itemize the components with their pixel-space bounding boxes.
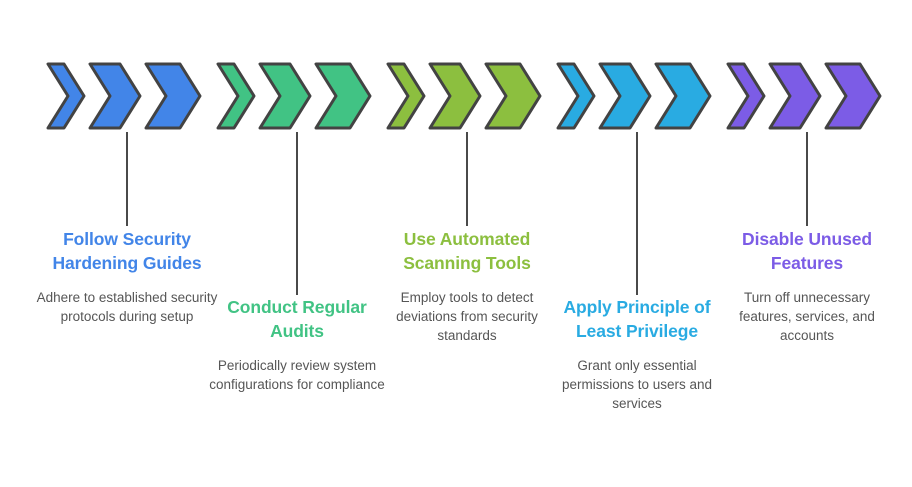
step-body-3: Employ tools to detect deviations from s… (396, 289, 538, 343)
step-heading-5: Disable Unused Features (742, 229, 872, 273)
step-heading-1: Follow Security Hardening Guides (52, 229, 202, 273)
connector-line-2 (296, 132, 298, 295)
step-body-2: Periodically review system configuration… (209, 357, 385, 392)
process-step-5[interactable]: Disable Unused Features Turn off unneces… (722, 0, 892, 487)
connector-line-4 (636, 132, 638, 295)
process-step-3[interactable]: Use Automated Scanning Tools Employ tool… (382, 0, 552, 487)
text-block-3: Use Automated Scanning Tools Employ tool… (376, 228, 558, 345)
triple-chevron-right-icon (46, 62, 202, 130)
connector-line-5 (806, 132, 808, 226)
triple-chevron-right-icon (556, 62, 712, 130)
step-heading-2: Conduct Regular Audits (227, 297, 367, 341)
text-block-2: Conduct Regular Audits Periodically revi… (206, 296, 388, 394)
chevron-group-2 (212, 60, 382, 132)
text-block-5: Disable Unused Features Turn off unneces… (716, 228, 898, 345)
step-body-5: Turn off unnecessary features, services,… (739, 289, 875, 343)
step-body-4: Grant only essential permissions to user… (561, 357, 713, 411)
step-heading-3: Use Automated Scanning Tools (403, 229, 531, 273)
connector-line-3 (466, 132, 468, 226)
step-body-1: Adhere to established security protocols… (36, 289, 218, 324)
text-block-1: Follow Security Hardening Guides Adhere … (36, 228, 218, 326)
process-step-1[interactable]: Follow Security Hardening Guides Adhere … (37, 0, 217, 487)
chevron-group-3 (382, 60, 552, 132)
connector-line-1 (126, 132, 128, 226)
text-block-4: Apply Principle of Least Privilege Grant… (546, 296, 728, 413)
process-step-4[interactable]: Apply Principle of Least Privilege Grant… (552, 0, 722, 487)
chevron-group-1 (42, 60, 212, 132)
step-heading-4: Apply Principle of Least Privilege (563, 297, 711, 341)
process-step-2[interactable]: Conduct Regular Audits Periodically revi… (209, 0, 385, 487)
triple-chevron-right-icon (216, 62, 372, 130)
chevron-group-4 (552, 60, 722, 132)
triple-chevron-right-icon (726, 62, 882, 130)
chevron-group-5 (722, 60, 892, 132)
triple-chevron-right-icon (386, 62, 542, 130)
